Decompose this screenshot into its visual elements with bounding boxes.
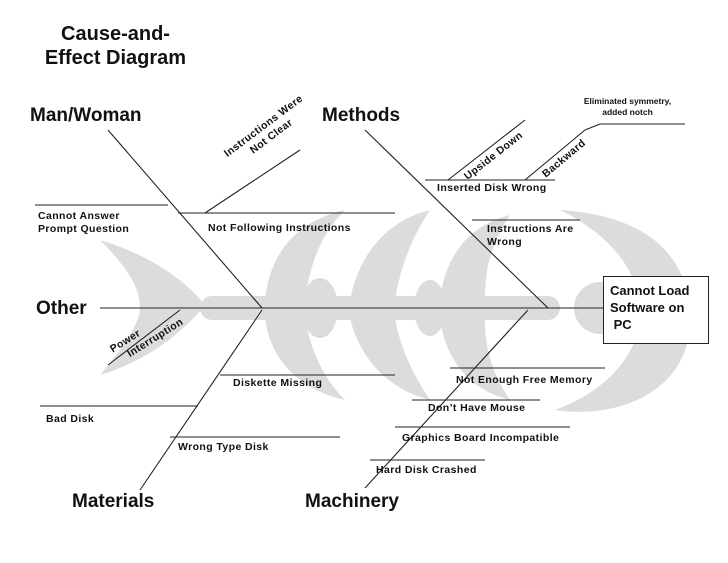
man-woman-bone	[107, 129, 263, 309]
effect-line-2: Software on	[610, 300, 685, 315]
annotation-note: Eliminated symmetry, added notch	[570, 96, 685, 118]
cause-cannot-answer-line-1: Cannot Answer	[38, 210, 120, 222]
machinery-bone	[364, 309, 529, 489]
title-line-2: Effect Diagram	[44, 47, 187, 69]
cause-cannot-answer: Cannot Answer Prompt Question	[38, 210, 129, 236]
cause-cannot-answer-line-2: Prompt Question	[38, 223, 130, 235]
effect-box: Cannot Load Software on PC	[603, 276, 709, 344]
cause-bad-disk: Bad Disk	[46, 413, 95, 425]
notch-line-a	[584, 123, 601, 131]
category-machinery: Machinery	[305, 491, 399, 512]
methods-bone	[364, 129, 549, 309]
annotation-line-1: Eliminated symmetry,	[583, 96, 672, 106]
cause-dont-have-mouse: Don’t Have Mouse	[428, 402, 526, 414]
category-methods: Methods	[322, 105, 401, 126]
page-title: Cause-and- Effect Diagram	[38, 22, 193, 70]
cause-instructions-are-wrong-line-2: Wrong	[487, 236, 523, 248]
category-man-woman: Man/Woman	[30, 105, 142, 126]
upside-down-line	[447, 119, 526, 181]
effect-line-3: PC	[610, 317, 632, 332]
backward-line	[524, 129, 586, 181]
fish-watermark	[100, 210, 690, 412]
instructions-not-clear-line	[204, 149, 301, 214]
cause-inserted-disk-wrong: Inserted Disk Wrong	[437, 182, 547, 194]
cause-instructions-are-wrong-line-1: Instructions Are	[487, 223, 574, 235]
annotation-line-2: added notch	[602, 107, 653, 117]
effect-line-1: Cannot Load	[610, 283, 690, 298]
power-interruption-line	[107, 309, 181, 366]
cause-instructions-are-wrong: Instructions Are Wrong	[487, 223, 574, 249]
title-line-1: Cause-and-	[61, 23, 170, 45]
bones	[35, 119, 685, 491]
cause-wrong-type-disk: Wrong Type Disk	[178, 441, 269, 453]
cause-not-following: Not Following Instructions	[208, 222, 351, 234]
cause-graphics-board: Graphics Board Incompatible	[402, 432, 560, 444]
category-materials: Materials	[72, 491, 155, 512]
cause-hard-disk-crashed: Hard Disk Crashed	[376, 464, 477, 476]
cause-not-enough-memory: Not Enough Free Memory	[456, 374, 593, 386]
category-other: Other	[36, 298, 87, 319]
cause-diskette-missing: Diskette Missing	[233, 377, 323, 389]
materials-bone	[139, 309, 263, 491]
